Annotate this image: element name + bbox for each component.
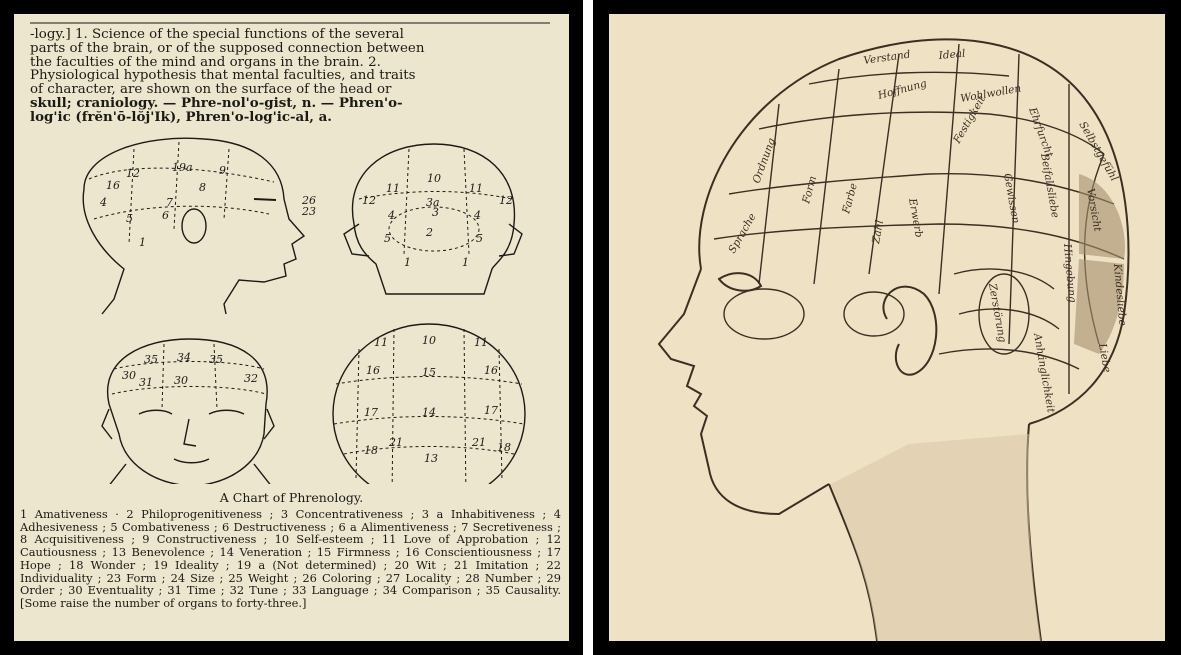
region-number: 21 xyxy=(471,436,486,449)
region-number: 4 xyxy=(473,209,481,222)
region-number: 18 xyxy=(497,441,511,454)
region-number: 2 xyxy=(425,226,433,239)
region-number: 5 xyxy=(384,232,391,245)
ear xyxy=(883,287,936,375)
skull-top-numbers: 10 11 11 16 15 16 17 14 17 21 21 18 13 1… xyxy=(364,334,511,465)
region-number: 30 xyxy=(122,369,136,382)
region-number: 17 xyxy=(364,406,378,419)
region-number: 34 xyxy=(177,351,191,364)
zone-label: Ordnung xyxy=(751,136,779,185)
region-number: 17 xyxy=(484,404,498,417)
phrenology-engraving: Verstand Ideal Hoffnung Wohlwollen Ehrfu… xyxy=(609,14,1165,641)
region-number: 15 xyxy=(422,366,436,379)
zone-label: Wohlwollen xyxy=(959,82,1022,105)
zone-label: Anhänglichkeit xyxy=(1031,331,1057,414)
left-image-frame: -logy.] 1. Science of the special functi… xyxy=(0,0,583,655)
region-number: 11 xyxy=(386,182,400,195)
zone-label: Liebe xyxy=(1096,341,1113,373)
zone-label: Form xyxy=(800,175,819,206)
region-number: 32 xyxy=(244,372,258,385)
region-number: 35 xyxy=(144,353,158,366)
right-image-frame: Verstand Ideal Hoffnung Wohlwollen Ehrfu… xyxy=(593,0,1181,655)
region-number: 16 xyxy=(106,179,120,192)
region-number: 10 xyxy=(422,334,436,347)
region-number: 1 xyxy=(462,256,469,269)
zone-label: Zerstörung xyxy=(986,281,1008,343)
profile-head-diagram xyxy=(83,138,304,314)
front-face-numbers: 35 34 35 30 31 32 30 xyxy=(122,351,258,389)
region-number: 11 xyxy=(469,182,483,195)
region-number: 14 xyxy=(422,406,436,419)
region-number: 9 xyxy=(219,164,226,177)
region-number: 6 xyxy=(162,209,169,222)
region-number: 16 xyxy=(484,364,498,377)
region-number: 30 xyxy=(174,374,188,387)
phrenology-diagrams: 12 16 19a 9 8 7 4 5 6 1 26 23 xyxy=(14,14,569,484)
region-number: 12 xyxy=(362,194,376,207)
neck-shading xyxy=(831,434,1041,641)
back-head-diagram xyxy=(344,144,522,294)
region-number: 23 xyxy=(301,205,316,218)
region-number: 4 xyxy=(387,209,395,222)
region-number: 4 xyxy=(99,196,107,209)
eye xyxy=(719,273,761,291)
region-number: 10 xyxy=(427,172,441,185)
region-number: 16 xyxy=(366,364,380,377)
region-number: 35 xyxy=(209,353,223,366)
zone-label: Hoffnung xyxy=(876,77,929,102)
region-number: 7 xyxy=(166,196,173,209)
region-number: 19a xyxy=(172,161,193,174)
zone-label: Ideal xyxy=(937,48,966,62)
figure-caption: A Chart of Phrenology. xyxy=(14,490,569,505)
zone-label: Hingebung xyxy=(1061,242,1078,303)
zone-label: Farbe xyxy=(840,182,860,216)
region-number: 11 xyxy=(374,336,388,349)
engraving-paper: Verstand Ideal Hoffnung Wohlwollen Ehrfu… xyxy=(609,14,1165,641)
zone-label: Erwerb xyxy=(906,196,925,238)
region-number: 21 xyxy=(388,436,403,449)
zone-label: Verstand xyxy=(863,48,912,66)
zone-label: Zahl xyxy=(870,219,886,245)
zone-label: Beifallsliebe xyxy=(1038,151,1061,218)
zone-label: Gewissen xyxy=(1001,172,1022,224)
region-number: 13 xyxy=(424,452,438,465)
region-number: 11 xyxy=(474,336,488,349)
region-number: 12 xyxy=(499,194,513,207)
phrenology-legend: 1 Amativeness · 2 Philoprogenitiveness ;… xyxy=(20,508,561,610)
region-number: 18 xyxy=(364,444,378,457)
region-number: 1 xyxy=(139,236,146,249)
region-number: 8 xyxy=(199,181,206,194)
back-head-numbers: 10 11 11 12 12 3a 3 2 4 4 5 5 1 1 xyxy=(362,172,513,269)
dictionary-page: -logy.] 1. Science of the special functi… xyxy=(14,14,569,641)
region-number: 31 xyxy=(139,376,153,389)
region-number: 1 xyxy=(404,256,411,269)
region-number: 12 xyxy=(126,167,140,180)
region-number: 3 xyxy=(432,206,439,219)
zone-label: Ehrfurcht xyxy=(1026,105,1056,160)
region-number: 5 xyxy=(476,232,483,245)
region-number: 5 xyxy=(126,212,133,225)
